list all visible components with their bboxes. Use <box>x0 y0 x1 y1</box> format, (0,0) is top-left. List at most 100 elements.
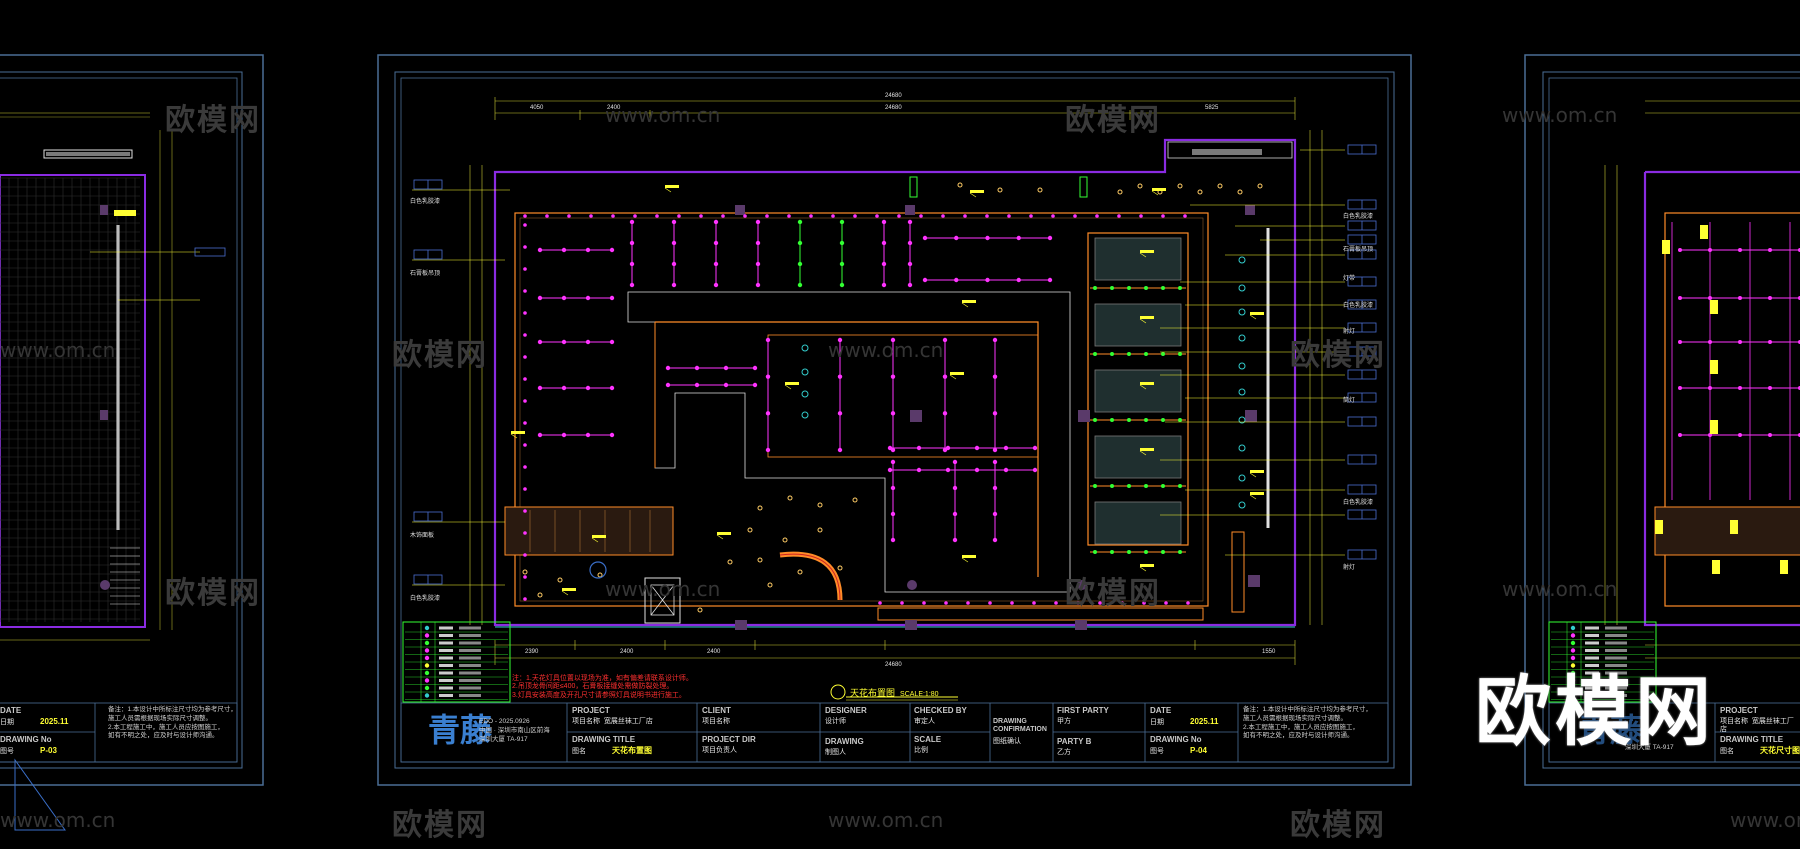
spotlight <box>1164 601 1168 605</box>
spotlight <box>1738 386 1742 390</box>
downlight <box>1238 334 1246 342</box>
dimension-marker <box>1710 420 1718 434</box>
spotlight <box>1007 214 1011 218</box>
right-project-label: PROJECT <box>1720 706 1758 715</box>
spotlight <box>561 385 567 391</box>
ceiling-panel <box>1094 237 1182 281</box>
spotlight <box>944 601 948 605</box>
client-value: 项目名称 <box>702 718 730 725</box>
legend-symbol <box>424 625 430 631</box>
spotlight <box>952 459 958 465</box>
left-drawing-no-label: DRAWING No <box>0 735 52 744</box>
light-point <box>1110 550 1114 554</box>
light-point <box>1144 352 1148 356</box>
spotlight <box>942 337 948 343</box>
watermark-url: www.om.cn <box>0 338 116 362</box>
spotlight <box>585 295 591 301</box>
spotlight <box>881 219 887 225</box>
legend-text <box>439 686 453 690</box>
spotlight <box>992 447 998 453</box>
spotlight <box>585 385 591 391</box>
watermark-brand: 欧模网 <box>165 576 261 611</box>
spotlight <box>945 467 951 473</box>
legend-text <box>1585 671 1599 675</box>
spotlight <box>1117 214 1121 218</box>
left-drawing-no-value: P-03 <box>40 746 57 755</box>
spotlight <box>1032 445 1038 451</box>
spotlight <box>992 411 998 416</box>
spotlight <box>1768 433 1772 437</box>
spotlight <box>743 214 747 218</box>
pin-light <box>1177 183 1183 189</box>
legend-text <box>459 664 481 667</box>
spotlight <box>561 247 567 253</box>
dim-bottom-2: 2400 <box>620 649 634 655</box>
legend-text <box>459 634 481 637</box>
spotlight <box>941 214 945 218</box>
legend-text <box>1605 694 1627 697</box>
pin-light <box>757 505 763 511</box>
right-title-block <box>1548 702 1800 763</box>
legend-symbol <box>1570 685 1576 691</box>
spotlight <box>765 447 771 453</box>
pin-light <box>522 569 528 575</box>
spotlight <box>907 282 913 288</box>
elevation-tag <box>1140 316 1154 319</box>
light-point <box>1127 418 1131 422</box>
dim-bottom-3: 2400 <box>707 649 721 655</box>
spotlight <box>945 445 951 451</box>
spotlight <box>752 382 758 388</box>
legend-text <box>439 671 453 675</box>
elevation-tag <box>950 372 964 375</box>
spotlight <box>523 289 527 293</box>
light-point <box>1093 418 1097 422</box>
right-label: 白色乳胶漆 <box>1343 214 1374 220</box>
light-point <box>1144 418 1148 422</box>
spotlight <box>974 445 980 451</box>
spotlight <box>561 339 567 345</box>
downlight <box>1238 416 1246 424</box>
spotlight <box>1186 601 1190 605</box>
dim-top-1: 4050 <box>530 105 544 111</box>
spotlight <box>1768 296 1772 300</box>
light-point <box>1144 550 1148 554</box>
dimension-marker <box>1710 360 1718 374</box>
legend-text <box>1605 679 1627 682</box>
light-point <box>1110 286 1114 290</box>
project-label: PROJECT <box>572 706 610 715</box>
legend-text <box>1605 686 1627 690</box>
spotlight <box>922 601 926 605</box>
spotlight <box>665 365 671 371</box>
spotlight <box>677 214 681 218</box>
drawing-title-value: 天花布置图 <box>612 746 652 755</box>
light-point <box>1127 352 1131 356</box>
light-point <box>1093 550 1097 554</box>
party-b-value: 乙方 <box>1057 749 1071 756</box>
spotlight <box>797 282 803 288</box>
dim-top-3: 24680 <box>885 105 902 111</box>
legend-text <box>1585 649 1599 652</box>
spotlight <box>890 459 896 465</box>
pin-light <box>747 527 753 533</box>
spotlight <box>985 214 989 218</box>
spotlight <box>900 601 904 605</box>
spotlight <box>537 247 543 253</box>
elevation-tag <box>1140 564 1154 567</box>
legend-symbol <box>1570 663 1576 668</box>
legend-text <box>1605 626 1627 630</box>
elevation-tag <box>970 190 984 193</box>
pin-light <box>557 577 563 583</box>
legend-text <box>439 679 453 682</box>
spotlight <box>952 485 958 491</box>
red-notes: 注：1.天花灯具位置以现场为准，如有偏差请联系设计师。 2.吊顶龙骨间距≤400… <box>512 675 693 699</box>
elevation-tag <box>665 185 679 188</box>
downlight <box>1238 388 1246 396</box>
dimension-marker <box>1780 560 1788 574</box>
light-point <box>1144 484 1148 488</box>
light-point <box>1161 418 1165 422</box>
legend-symbol <box>1570 640 1576 646</box>
spotlight <box>561 295 567 301</box>
pin-light <box>597 572 603 578</box>
spotlight <box>723 382 729 388</box>
